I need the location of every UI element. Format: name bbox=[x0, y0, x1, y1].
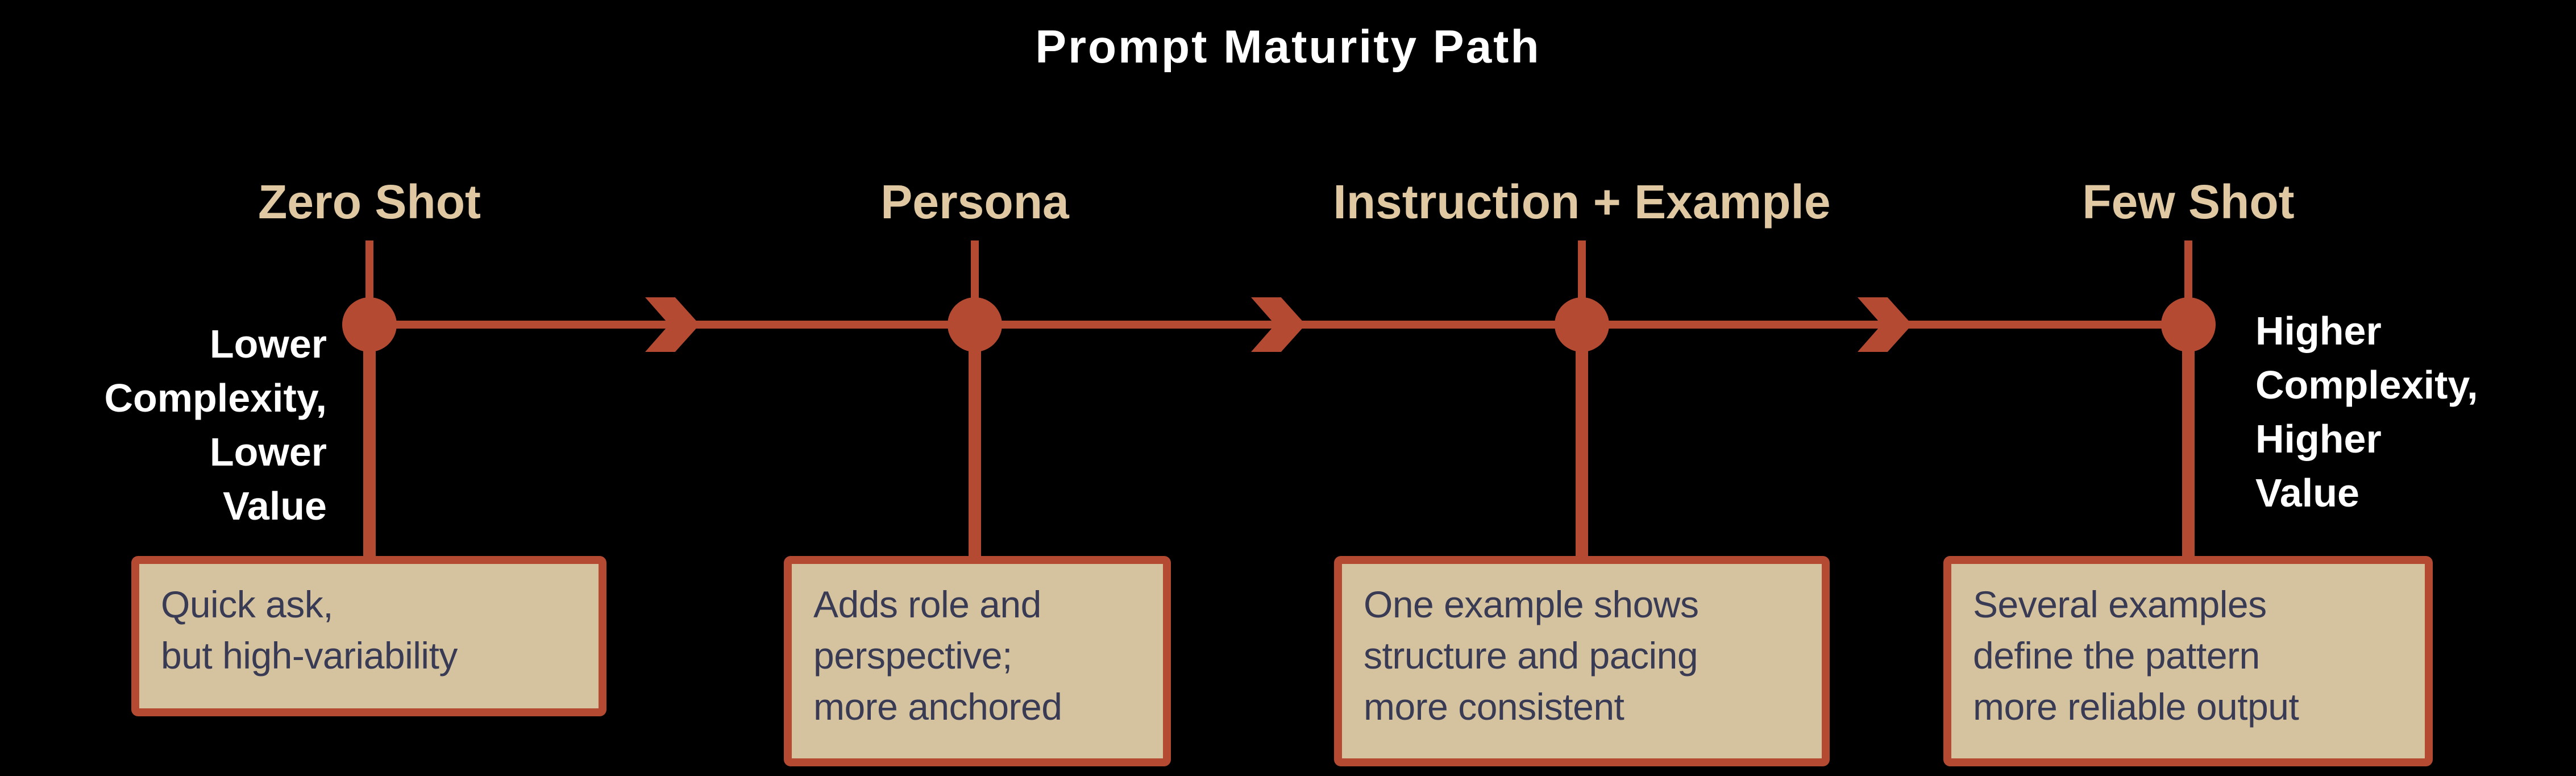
stage-box-text-line: Adds role and bbox=[813, 583, 1041, 625]
stage-box-text-line: more reliable output bbox=[1973, 686, 2299, 728]
axis-label-line: Higher bbox=[2255, 417, 2382, 461]
axis-label-line: Value bbox=[223, 484, 327, 528]
stage-box-few-shot: Several examples define the pattern more… bbox=[1943, 556, 2433, 766]
stage-box-text-line: define the pattern bbox=[1973, 634, 2260, 677]
stage-box-text-line: perspective; bbox=[813, 634, 1012, 677]
timeline-dot bbox=[342, 297, 397, 352]
axis-label-line: Complexity, bbox=[104, 376, 327, 420]
axis-label-line: Lower bbox=[209, 430, 327, 474]
stage-box-text-line: more consistent bbox=[1364, 686, 1624, 728]
stage-box-text-line: Several examples bbox=[1973, 583, 2267, 625]
stage-connector-bottom bbox=[969, 325, 981, 563]
axis-label-lower: Lower Complexity, Lower Value bbox=[0, 317, 327, 533]
stage-box-text-line: Quick ask, bbox=[161, 583, 334, 625]
stage-connector-bottom bbox=[2182, 325, 2195, 563]
stage-box-instruction-example: One example shows structure and pacing m… bbox=[1334, 556, 1830, 766]
stage-box-text-line: structure and pacing bbox=[1364, 634, 1698, 677]
axis-label-higher: Higher Complexity, Higher Value bbox=[2255, 304, 2574, 520]
stage-box-zero-shot: Quick ask, but high-variability bbox=[131, 556, 606, 716]
stage-connector-bottom bbox=[363, 325, 376, 563]
stage-label-few-shot: Few Shot bbox=[2082, 175, 2295, 229]
timeline-dot bbox=[2161, 297, 2216, 352]
timeline-dot bbox=[948, 297, 1002, 352]
axis-label-line: Lower bbox=[209, 322, 327, 366]
stage-label-persona: Persona bbox=[880, 175, 1069, 229]
stage-box-text-line: One example shows bbox=[1364, 583, 1699, 625]
stage-box-text-line: more anchored bbox=[813, 686, 1062, 728]
axis-label-line: Value bbox=[2255, 471, 2359, 515]
stage-box-persona: Adds role and perspective; more anchored bbox=[784, 556, 1171, 766]
stage-connector-bottom bbox=[1576, 325, 1588, 563]
timeline-dot bbox=[1555, 297, 1609, 352]
stage-label-instruction-example: Instruction + Example bbox=[1333, 175, 1831, 229]
stage-box-text-line: but high-variability bbox=[161, 634, 458, 677]
stage-label-zero-shot: Zero Shot bbox=[258, 175, 481, 229]
axis-label-line: Higher bbox=[2255, 309, 2382, 353]
page-title: Prompt Maturity Path bbox=[1035, 21, 1541, 73]
axis-label-line: Complexity, bbox=[2255, 363, 2478, 407]
